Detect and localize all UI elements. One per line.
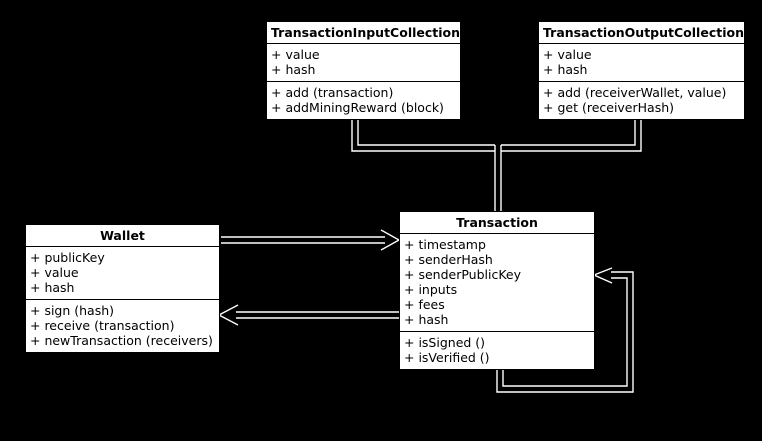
- attribute-row: + hash: [271, 62, 316, 77]
- class-box-transaction[interactable]: Transaction + timestamp + senderHash + s…: [399, 211, 595, 370]
- class-title: TransactionOutputCollection: [539, 22, 744, 44]
- method-row: + add (receiverWallet, value): [543, 85, 727, 100]
- class-methods: + add (receiverWallet, value) + get (rec…: [539, 82, 744, 119]
- attribute-row: + senderPublicKey: [404, 267, 521, 282]
- attribute-row: + hash: [30, 280, 75, 295]
- method-row: + isVerified (): [404, 350, 490, 365]
- method-row: + receive (transaction): [30, 318, 175, 333]
- class-methods: + isSigned () + isVerified (): [400, 332, 594, 369]
- method-row: + add (transaction): [271, 85, 394, 100]
- attribute-row: + fees: [404, 297, 445, 312]
- attribute-row: + senderHash: [404, 252, 493, 267]
- class-attributes: + value + hash: [267, 44, 460, 82]
- method-row: + sign (hash): [30, 303, 115, 318]
- class-box-transaction-input-collection[interactable]: TransactionInputCollection + value + has…: [266, 21, 461, 120]
- class-box-transaction-output-collection[interactable]: TransactionOutputCollection + value + ha…: [538, 21, 745, 120]
- edge-transaction-to-wallet: [217, 304, 399, 326]
- attribute-row: + value: [30, 265, 79, 280]
- attribute-row: + value: [271, 47, 320, 62]
- class-attributes: + value + hash: [539, 44, 744, 82]
- edge-collections-to-transaction: [351, 112, 642, 211]
- class-title: Wallet: [26, 225, 219, 247]
- class-methods: + sign (hash) + receive (transaction) + …: [26, 300, 219, 352]
- attribute-row: + timestamp: [404, 237, 486, 252]
- class-box-wallet[interactable]: Wallet + publicKey + value + hash + sign…: [25, 224, 220, 353]
- class-title: TransactionInputCollection: [267, 22, 460, 44]
- attribute-row: + inputs: [404, 282, 458, 297]
- method-row: + addMiningReward (block): [271, 100, 444, 115]
- attribute-row: + value: [543, 47, 592, 62]
- class-attributes: + timestamp + senderHash + senderPublicK…: [400, 234, 594, 332]
- method-row: + newTransaction (receivers): [30, 333, 213, 348]
- class-title: Transaction: [400, 212, 594, 234]
- attribute-row: + hash: [404, 312, 449, 327]
- class-attributes: + publicKey + value + hash: [26, 247, 219, 300]
- method-row: + isSigned (): [404, 335, 486, 350]
- method-row: + get (receiverHash): [543, 100, 675, 115]
- attribute-row: + hash: [543, 62, 588, 77]
- attribute-row: + publicKey: [30, 250, 105, 265]
- class-methods: + add (transaction) + addMiningReward (b…: [267, 82, 460, 119]
- edge-wallet-to-transaction: [221, 229, 401, 251]
